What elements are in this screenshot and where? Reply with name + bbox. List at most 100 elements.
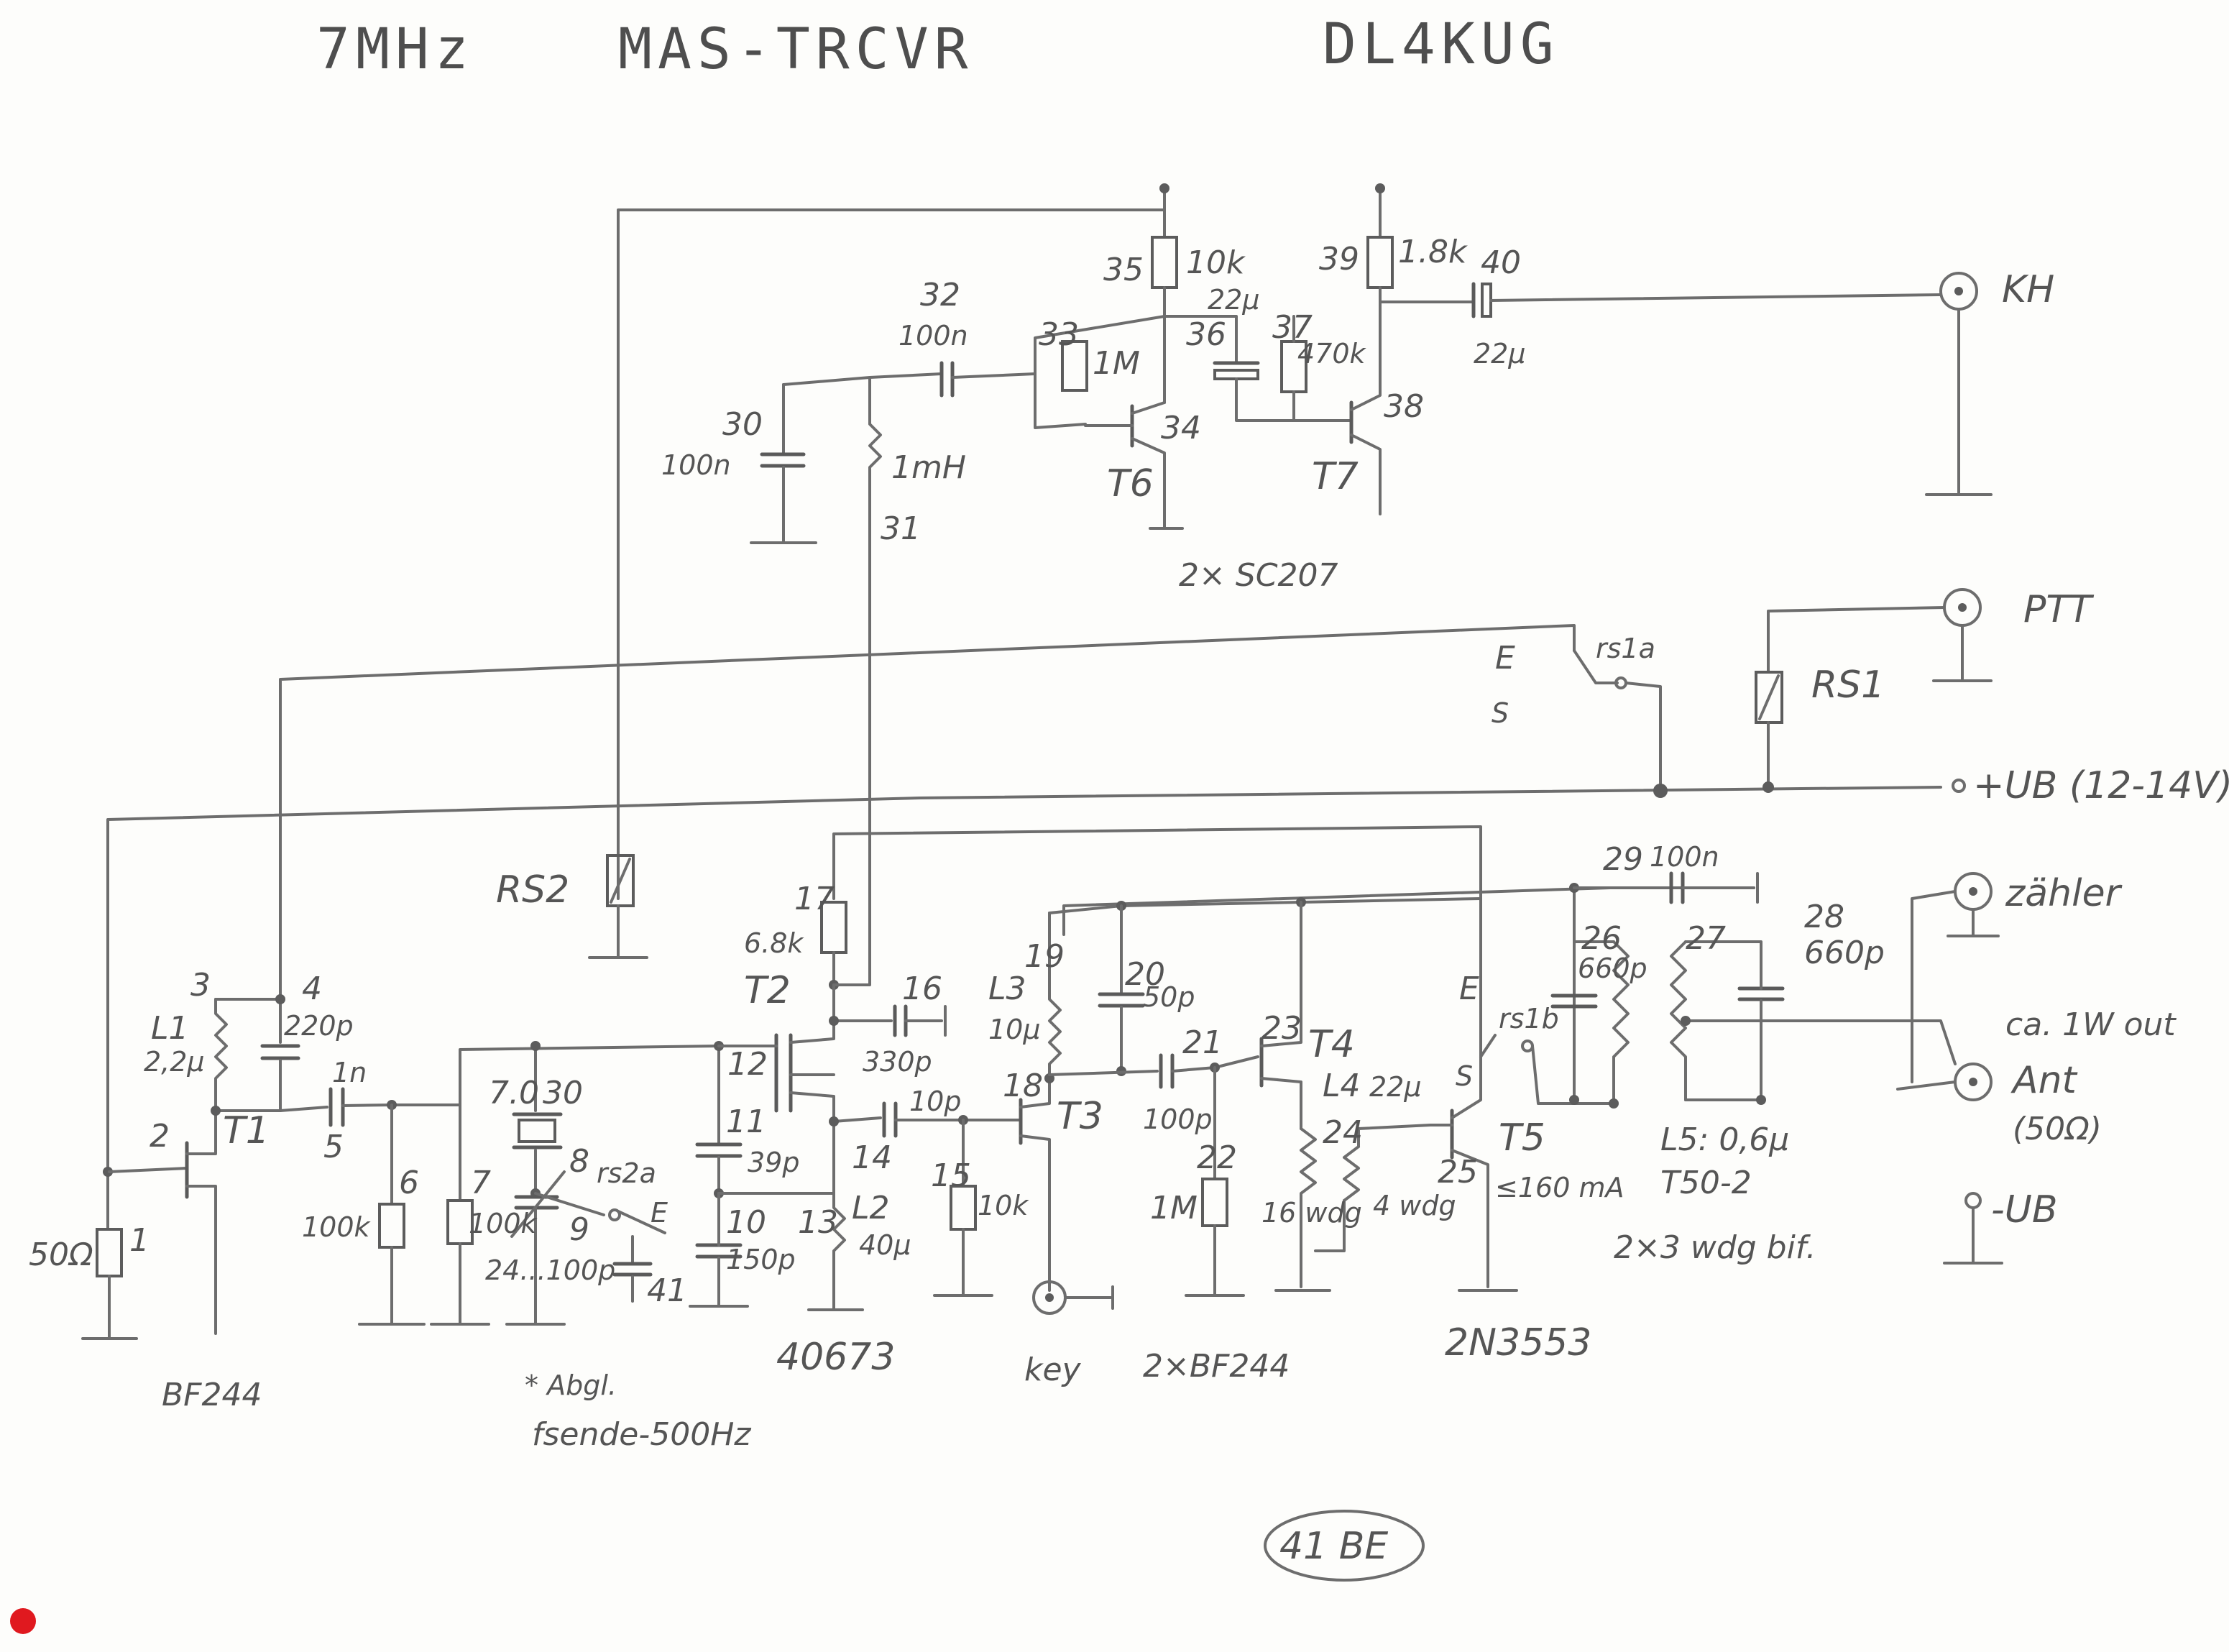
connector-labels: KH PTT +UB (12-14V) zähler ca. 1W out An… [1973, 268, 2229, 1231]
label-30-num: 30 [722, 406, 763, 443]
label-24-value: 16 wdg [1261, 1197, 1362, 1229]
note-t1-type: BF244 [162, 1377, 262, 1413]
label-15-value: 10k [978, 1190, 1029, 1221]
label-t2: T2 [744, 969, 791, 1012]
label-14-num: 14 [852, 1139, 892, 1176]
label-rs1a: rs1a [1596, 633, 1655, 664]
driver-section [1019, 897, 1482, 1315]
label-7-value: 100k [469, 1208, 538, 1239]
label-21-value: 100p [1143, 1103, 1213, 1135]
label-38-num: 38 [1384, 388, 1424, 425]
label-70-value: 30 [543, 1075, 583, 1111]
label-6-num: 6 [399, 1165, 419, 1201]
label-l4-num: L4 [1323, 1068, 1361, 1104]
label-t6: T6 [1107, 462, 1154, 505]
label-6-value: 100k [302, 1211, 372, 1243]
note-footnote-1: * Abgl. [525, 1369, 617, 1401]
label-rs2a: rs2a [597, 1157, 656, 1189]
label-35-num: 35 [1103, 252, 1144, 288]
label-39-value: 1.8k [1398, 234, 1468, 270]
label-19-num: 19 [1024, 938, 1065, 975]
note-l5-2: T50-2 [1660, 1165, 1752, 1201]
title-name: MAS-TRCVR [618, 17, 974, 82]
label-switch-s1: S [1492, 697, 1509, 729]
label-32-num: 32 [920, 277, 960, 313]
label-l4-value: 22µ [1369, 1071, 1422, 1103]
label-l1-value: 2,2µ [144, 1046, 205, 1078]
label-13-num: 13 [798, 1204, 838, 1241]
label-11-num: 11 [726, 1103, 766, 1140]
label-31-value: 1mH [891, 449, 966, 486]
label-24b-value: 4 wdg [1373, 1190, 1456, 1221]
label-21-num: 21 [1182, 1024, 1223, 1061]
label-27-num: 27 [1686, 920, 1726, 957]
label-37-value: 470k [1297, 338, 1367, 370]
label-33-num: 33 [1039, 316, 1079, 353]
note-t2-type: 40673 [776, 1336, 895, 1379]
label-39-num: 39 [1319, 241, 1359, 277]
part-labels: 50Ω 1 2 3 L1 2,2µ 4 220p 5 1n 6 100k 7 1… [29, 234, 1885, 1309]
label-rs2: RS2 [496, 868, 569, 912]
label-10-num: 10 [726, 1204, 766, 1241]
label-t7: T7 [1312, 455, 1359, 498]
label-4-value: 220p [284, 1010, 354, 1042]
label-switch-s2: S [1456, 1060, 1473, 1092]
label-t1: T1 [223, 1109, 270, 1152]
label-kh: KH [2002, 268, 2054, 311]
label-31-num: 31 [881, 510, 921, 547]
label-4-num: 4 [302, 970, 322, 1007]
label-rs1: RS1 [1811, 664, 1885, 707]
label-70-num: 7.0 [489, 1075, 539, 1111]
note-footnote-2: fsende-500Hz [532, 1416, 751, 1453]
label-29-value: 100n [1650, 841, 1719, 873]
pa-section [1429, 871, 2003, 1292]
label-l3-num: L3 [988, 970, 1026, 1007]
label-power: ca. 1W out [2005, 1006, 2177, 1043]
t2-mixer-section [717, 901, 1022, 1311]
label-9-num: 9 [569, 1211, 589, 1248]
label-l1-num: L1 [151, 1010, 189, 1047]
switching-section [588, 588, 1993, 959]
note-t5-type: 2N3553 [1445, 1321, 1591, 1364]
label-36-value: 22µ [1208, 284, 1260, 316]
label-5-value: 1n [332, 1057, 367, 1088]
title-frequency: 7MHz [316, 17, 474, 82]
label-rs1b: rs1b [1499, 1003, 1559, 1034]
label-10-value: 150p [726, 1244, 796, 1275]
label-33-value: 1M [1093, 345, 1140, 382]
note-l5-3: 2×3 wdg bif. [1614, 1229, 1816, 1266]
label-r1-value: 50Ω [29, 1236, 93, 1273]
label-14-value: 10p [909, 1086, 961, 1117]
label-r1-num: 1 [129, 1222, 150, 1259]
note-af-transistors: 2× SC207 [1179, 557, 1338, 594]
label-23-num: 23 [1261, 1010, 1302, 1047]
red-marker-dot [10, 1608, 36, 1634]
label-35-value: 10k [1186, 244, 1246, 281]
label-15-num: 15 [931, 1157, 971, 1194]
label-ptt: PTT [2023, 588, 2095, 631]
label-26-num: 26 [1581, 920, 1622, 957]
label-l3-value: 10µ [988, 1014, 1041, 1045]
label-20-value: 50p [1143, 981, 1195, 1013]
label-16-num: 16 [902, 970, 942, 1007]
note-labels: 2× SC207 BF244 40673 key 2×BF244 2N3553 … [162, 557, 1816, 1582]
label-37-num: 37 [1272, 309, 1313, 346]
label-32-value: 100n [899, 320, 968, 352]
label-ant-impedance: (50Ω) [2013, 1111, 2102, 1147]
label-28-num: 28 [1804, 899, 1844, 935]
title-callsign: DL4KUG [1323, 12, 1560, 77]
note-l5-1: L5: 0,6µ [1660, 1121, 1789, 1158]
label-12-num: 12 [727, 1046, 768, 1083]
label-20-num: 20 [1125, 956, 1165, 993]
af-amplifier-section [750, 183, 1993, 943]
label-9-value: 24...100p [485, 1254, 615, 1286]
label-40-value: 22µ [1474, 338, 1526, 370]
label-41-num: 41 [647, 1272, 687, 1309]
label-t5: T5 [1499, 1116, 1545, 1160]
label-22-value: 1M [1150, 1190, 1198, 1226]
label-16-value: 330p [863, 1046, 932, 1078]
label-7-num: 7 [471, 1165, 491, 1201]
supply-bus-wires [106, 208, 1942, 1173]
